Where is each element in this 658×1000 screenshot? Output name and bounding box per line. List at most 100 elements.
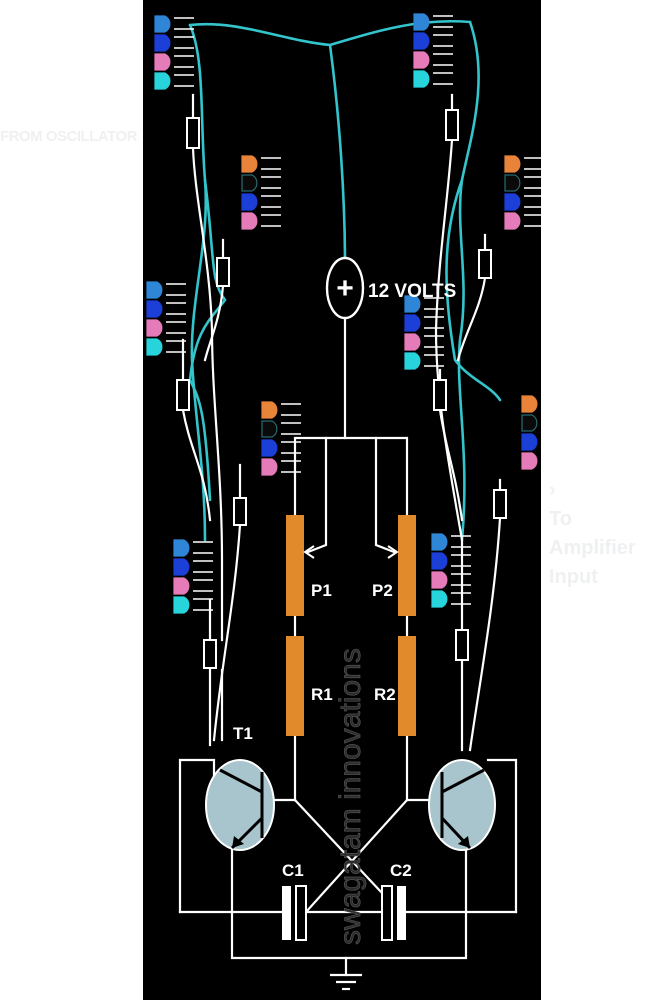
transistor-t1 — [205, 759, 275, 851]
led-cyan — [431, 590, 448, 608]
led-column-top-left — [154, 15, 194, 90]
cyan-right-loop — [445, 178, 502, 402]
led-lead — [541, 416, 561, 429]
left-outer-rail — [178, 758, 216, 914]
led-orange — [521, 395, 538, 413]
cross-wire-1 — [293, 798, 384, 895]
led-lead — [281, 403, 301, 416]
pot-p2-body — [398, 515, 416, 616]
led-blue — [146, 281, 163, 299]
led-column-mid-lower-left — [261, 401, 301, 476]
led-pink — [241, 212, 258, 230]
series-resistors — [176, 109, 507, 669]
led-lead — [281, 422, 301, 435]
led-lead — [166, 321, 186, 334]
led-darkblue — [431, 552, 448, 570]
led-pink — [154, 53, 171, 71]
led-orange — [504, 155, 521, 173]
series-resistor-5 — [203, 639, 217, 669]
resistor-r2-body — [398, 636, 416, 736]
led-darkblue — [146, 300, 163, 318]
led-darkblue — [521, 433, 538, 451]
orange-components — [286, 515, 416, 736]
led-lead — [424, 335, 444, 348]
ghost-label-from-oscillator: FROM OSCILLATOR — [0, 128, 137, 145]
led-lead — [524, 214, 544, 227]
led-blue — [431, 533, 448, 551]
series-resistor-1 — [186, 117, 200, 149]
led-lead — [424, 297, 444, 310]
led-lead — [174, 55, 194, 68]
cyan-right-rail — [457, 20, 480, 542]
cyan-center-drop — [328, 43, 347, 267]
resistor-r1-body — [286, 636, 304, 736]
led-lead — [174, 36, 194, 49]
led-cyan — [154, 72, 171, 90]
supply-voltage-label: 12 VOLTS — [368, 281, 456, 302]
white-right-string-3 — [438, 368, 464, 522]
led-off — [241, 174, 258, 192]
ghost-line-amplifier: Amplifier — [549, 537, 636, 559]
t2-body — [428, 759, 496, 851]
t1-collector — [219, 768, 263, 794]
led-lead — [193, 541, 213, 554]
c1-plate-left — [282, 886, 291, 940]
led-blue — [173, 539, 190, 557]
t1-body — [205, 759, 275, 851]
cyan-left-rail — [188, 23, 208, 542]
led-lead — [424, 316, 444, 329]
ghost-line-to: To — [549, 508, 572, 530]
led-column-mid-upper-right — [504, 155, 544, 230]
cyan-wiring — [188, 19, 502, 542]
led-lead — [281, 441, 301, 454]
led-lead — [451, 592, 471, 605]
led-columns — [146, 13, 561, 614]
white-left-string-4 — [212, 463, 242, 742]
led-lead — [541, 454, 561, 467]
led-orange — [241, 155, 258, 173]
led-darkblue — [404, 314, 421, 332]
led-lead — [424, 354, 444, 367]
series-resistor-10 — [455, 629, 469, 661]
led-lead — [193, 598, 213, 611]
led-lead — [433, 15, 453, 28]
label-r2: R2 — [374, 685, 396, 704]
led-cyan — [173, 596, 190, 614]
led-column-mid-lower-right — [521, 395, 561, 470]
led-darkblue — [413, 32, 430, 50]
led-lead — [166, 283, 186, 296]
series-resistor-8 — [433, 379, 447, 411]
led-darkblue — [154, 34, 171, 52]
led-cyan — [404, 352, 421, 370]
led-lead — [541, 397, 561, 410]
led-lead — [524, 176, 544, 189]
series-resistor-9 — [493, 489, 507, 519]
led-lead — [451, 535, 471, 548]
pot-top-rail — [293, 436, 409, 517]
led-lead — [281, 460, 301, 473]
led-lead — [193, 560, 213, 573]
led-lead — [541, 435, 561, 448]
led-off — [504, 174, 521, 192]
led-blue — [404, 295, 421, 313]
series-resistor-4 — [233, 497, 247, 526]
ground-symbol — [330, 973, 362, 991]
ghost-line-input: Input — [549, 566, 598, 588]
supply-plus: + — [336, 272, 354, 305]
right-outer-rail — [486, 758, 518, 914]
led-pink — [404, 333, 421, 351]
label-p1: P1 — [311, 581, 332, 600]
pot-wiper-links — [306, 436, 396, 554]
led-darkblue — [241, 193, 258, 211]
led-lead — [166, 340, 186, 353]
series-resistor-3 — [176, 379, 190, 411]
led-pink — [146, 319, 163, 337]
t2-emitter-arrow — [458, 836, 470, 848]
led-pink — [173, 577, 190, 595]
white-right-string-4 — [468, 478, 502, 752]
led-darkblue — [504, 193, 521, 211]
transistor-t2 — [428, 759, 496, 851]
led-lead — [524, 157, 544, 170]
led-off — [521, 414, 538, 432]
c1-plate-right — [295, 885, 307, 941]
